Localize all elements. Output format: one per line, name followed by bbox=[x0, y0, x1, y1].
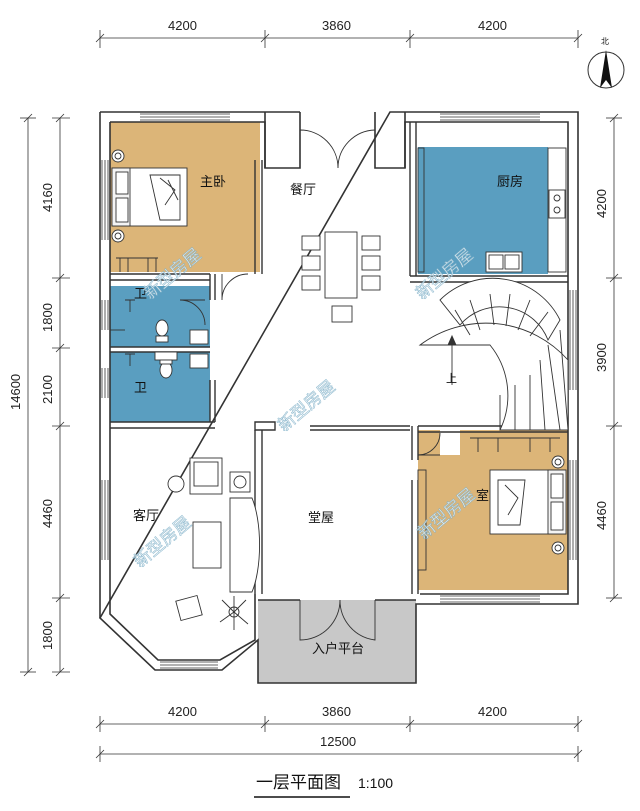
dim-left-3: 2100 bbox=[40, 375, 55, 404]
dim-top-3: 4200 bbox=[478, 18, 507, 33]
plan-scale: 1:100 bbox=[358, 775, 393, 791]
spiral-staircase bbox=[418, 277, 569, 431]
dim-left-5: 1800 bbox=[40, 621, 55, 650]
living-furniture bbox=[167, 457, 260, 630]
room-label-kitchen: 厨房 bbox=[497, 174, 523, 190]
kitchen-fill bbox=[418, 147, 548, 274]
watermark-3: 新型房屋 bbox=[274, 377, 339, 436]
dim-left-2: 1800 bbox=[40, 303, 55, 332]
room-label-living: 客厅 bbox=[133, 508, 159, 524]
room-label-bath-upper: 卫 bbox=[134, 287, 147, 302]
room-label-bedroom: 室 bbox=[476, 488, 489, 504]
dim-left-4: 4460 bbox=[40, 499, 55, 528]
north-arrow-icon: 北 bbox=[587, 37, 625, 89]
guest-bed bbox=[417, 437, 567, 571]
dim-bottom-total: 12500 bbox=[320, 734, 356, 749]
room-label-master-bedroom: 主卧 bbox=[200, 175, 226, 190]
plant-icon bbox=[219, 596, 249, 630]
windows bbox=[101, 113, 577, 669]
dim-bottom-3: 4200 bbox=[478, 704, 507, 719]
room-label-entry-platform: 入户平台 bbox=[312, 641, 364, 657]
room-label-dining: 餐厅 bbox=[290, 182, 316, 198]
dim-right-3: 4460 bbox=[594, 501, 609, 530]
north-label: 北 bbox=[601, 37, 609, 46]
dim-left-total: 14600 bbox=[8, 374, 23, 410]
dim-right-1: 4200 bbox=[594, 189, 609, 218]
bath-fixtures bbox=[110, 299, 209, 379]
dim-left-1: 4160 bbox=[40, 183, 55, 212]
dimension-lines bbox=[20, 30, 622, 762]
plan-title: 一层平面图 bbox=[256, 773, 341, 793]
stair-up-label: 上 bbox=[446, 372, 457, 385]
dim-top-1: 4200 bbox=[168, 18, 197, 33]
exterior-walls bbox=[98, 111, 579, 684]
master-bed bbox=[111, 149, 188, 272]
doors bbox=[179, 129, 441, 641]
dim-top-2: 3860 bbox=[322, 18, 351, 33]
dim-bottom-1: 4200 bbox=[168, 704, 197, 719]
room-label-bath-lower: 卫 bbox=[134, 381, 147, 396]
dim-right-2: 3900 bbox=[594, 343, 609, 372]
dining-table bbox=[301, 231, 381, 323]
entry-platform-fill bbox=[258, 600, 416, 683]
dim-bottom-2: 3860 bbox=[322, 704, 351, 719]
room-label-hall: 堂屋 bbox=[308, 511, 334, 526]
kitchen-fixtures bbox=[417, 147, 567, 273]
